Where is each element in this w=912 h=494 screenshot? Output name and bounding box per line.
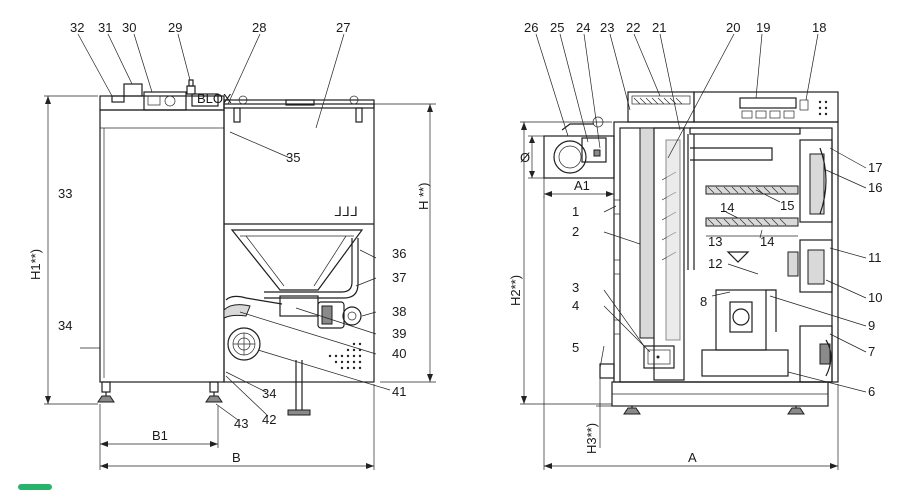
top-box — [123, 83, 143, 97]
callout-3: 3 — [572, 280, 579, 295]
callout-4: 4 — [572, 298, 579, 313]
baffle-15 — [705, 185, 799, 195]
dim-a1: A1 — [574, 178, 590, 193]
callout-41: 41 — [392, 384, 406, 399]
callout-16: 16 — [868, 180, 882, 195]
callout-7: 7 — [868, 344, 875, 359]
burner-chamber — [715, 289, 767, 351]
callout-39: 39 — [392, 326, 406, 341]
hopper-mark: ᒧᒧᒧ — [334, 204, 358, 219]
callout-2: 2 — [572, 224, 579, 239]
callout-labels: 32 31 30 29 28 27 35 33 36 37 38 39 40 4… — [58, 20, 882, 431]
dim-h: H **) — [416, 183, 431, 210]
right-section-view — [520, 33, 867, 470]
callout-14-upper: 14 — [720, 200, 734, 215]
callout-15: 15 — [780, 198, 794, 213]
hopper-housing — [223, 103, 375, 383]
callout-43: 43 — [234, 416, 248, 431]
fan — [227, 327, 261, 361]
callout-23: 23 — [600, 20, 614, 35]
control-panel — [693, 91, 839, 123]
dim-h1: H1**) — [28, 249, 43, 280]
flue-outlet — [543, 135, 615, 179]
callout-37: 37 — [392, 270, 406, 285]
callout-32: 32 — [70, 20, 84, 35]
callout-22: 22 — [626, 20, 640, 35]
dim-h2: H2**) — [508, 275, 523, 306]
leg-right — [209, 381, 219, 393]
callout-29: 29 — [168, 20, 182, 35]
display — [739, 97, 797, 109]
callout-24: 24 — [576, 20, 590, 35]
callout-20: 20 — [726, 20, 740, 35]
callout-19: 19 — [756, 20, 770, 35]
callout-18: 18 — [812, 20, 826, 35]
callout-42: 42 — [262, 412, 276, 427]
boiler-body — [99, 109, 225, 383]
callout-10: 10 — [868, 290, 882, 305]
callout-30: 30 — [122, 20, 136, 35]
callout-17: 17 — [868, 160, 882, 175]
middle-door — [799, 239, 833, 293]
hopper-funnel — [230, 229, 364, 291]
baffle-top — [690, 147, 773, 161]
callout-1: 1 — [572, 204, 579, 219]
callout-14-lower: 14 — [760, 234, 774, 249]
leg-left — [101, 381, 111, 393]
controller-box — [143, 91, 187, 111]
callout-28: 28 — [252, 20, 266, 35]
vent-grille — [328, 342, 362, 370]
callout-6: 6 — [868, 384, 875, 399]
dim-diameter: Ø — [520, 150, 530, 165]
callout-27: 27 — [336, 20, 350, 35]
callout-34-right: 34 — [262, 386, 276, 401]
upper-door — [799, 139, 833, 223]
callout-35: 35 — [286, 150, 300, 165]
burner-head — [223, 304, 251, 319]
baffle-14 — [705, 217, 799, 227]
ash-box — [643, 345, 675, 369]
dim-b1: B1 — [152, 428, 168, 443]
callout-25: 25 — [550, 20, 564, 35]
callout-21: 21 — [652, 20, 666, 35]
dim-a: A — [688, 450, 697, 465]
panel-label: BLOX — [197, 91, 232, 106]
callout-26: 26 — [524, 20, 538, 35]
return-pipe — [264, 238, 353, 293]
callout-12: 12 — [708, 256, 722, 271]
callout-40: 40 — [392, 346, 406, 361]
accent-badge — [18, 484, 52, 490]
callout-11: 11 — [868, 250, 882, 265]
dim-h3: H3**) — [584, 423, 599, 454]
callout-9: 9 — [868, 318, 875, 333]
callout-36: 36 — [392, 246, 406, 261]
flue-tube — [639, 127, 655, 339]
callout-13: 13 — [708, 234, 722, 249]
callout-38: 38 — [392, 304, 406, 319]
dimension-labels: H1**) H **) B1 B H2**) H3**) A1 A Ø — [28, 150, 697, 465]
top-insulation — [627, 91, 695, 123]
callout-34-left: 34 — [58, 318, 72, 333]
callout-8: 8 — [700, 294, 707, 309]
dim-b: B — [232, 450, 241, 465]
callout-31: 31 — [98, 20, 112, 35]
callout-33: 33 — [58, 186, 72, 201]
callout-5: 5 — [572, 340, 579, 355]
left-front-view: BLOX ᒧᒧᒧ — [44, 33, 436, 470]
